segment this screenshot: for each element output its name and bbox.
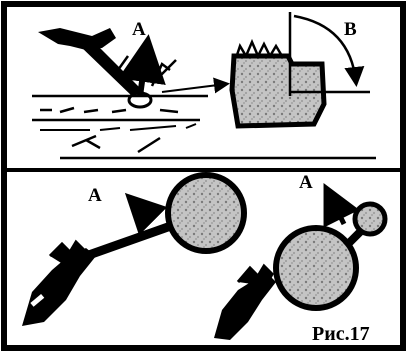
force-arrow-a <box>118 34 166 97</box>
lower-panel <box>22 172 388 340</box>
tool-head <box>38 28 116 50</box>
root-strokes <box>71 134 161 154</box>
figure-caption: Рис.17 <box>312 323 370 345</box>
right-tool-jaw <box>236 263 274 287</box>
left-arrow-a <box>124 192 168 236</box>
label-a-bottom-right: A <box>299 172 313 193</box>
left-tool-slot <box>30 293 45 307</box>
angle-b-arc <box>293 14 365 87</box>
ground-dashes-2 <box>40 123 197 131</box>
block-rough-edge <box>234 38 284 59</box>
label-a-top: A <box>132 19 146 40</box>
side-strokes <box>116 55 177 87</box>
label-b: B <box>344 19 357 40</box>
left-tool-jaw <box>48 239 86 268</box>
left-stone <box>165 172 247 254</box>
ground-dashes-1 <box>40 106 179 114</box>
movement-arrow <box>161 77 230 94</box>
right-stone-large <box>273 225 359 311</box>
right-arrow-a <box>323 183 360 228</box>
upper-panel <box>32 12 376 160</box>
tool-handle <box>78 40 144 100</box>
right-tool-body <box>214 274 276 340</box>
right-stone-small <box>352 201 388 237</box>
left-tool-body <box>22 248 96 326</box>
label-a-bottom-left: A <box>88 185 102 206</box>
